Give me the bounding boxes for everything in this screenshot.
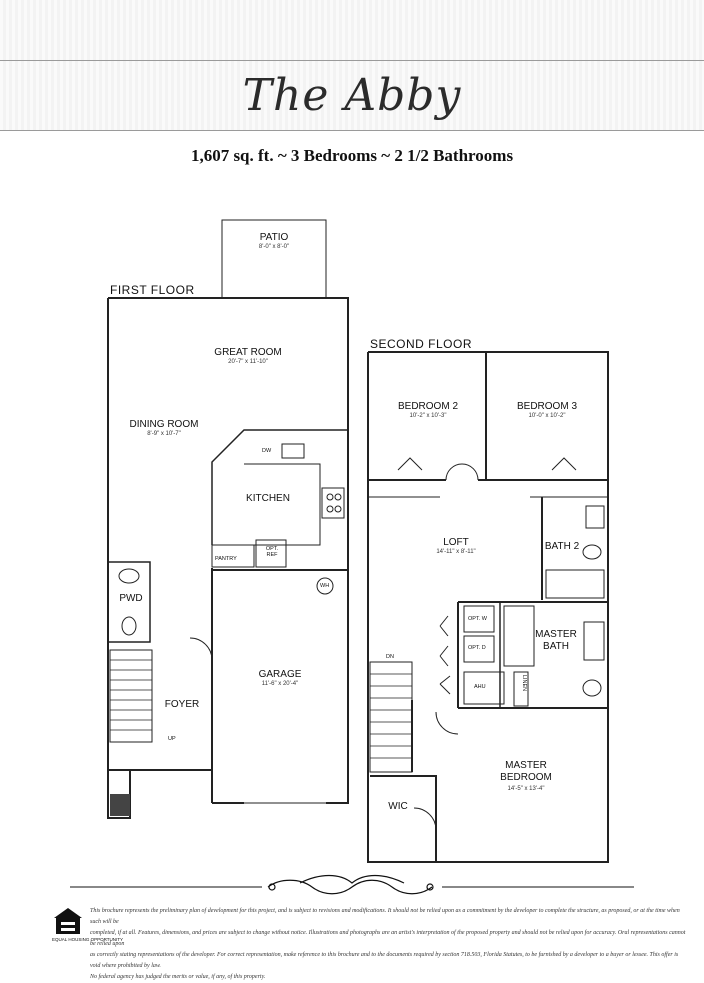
pantry-label: PANTRY [215,556,237,562]
header-band [0,0,704,130]
second-floor-outer-wall [367,351,609,863]
wic-walls [370,775,437,862]
master-bedroom-dims: 14'-5" x 13'-4" [507,786,545,792]
bedroom-3-dims: 10'-0" x 10'-2" [528,413,566,419]
bath-2-name: BATH 2 [544,541,580,552]
first-floor-outer-wall [108,297,349,804]
washer-label: OPT. W [468,616,487,622]
patio-dims: 8'-0" x 8'-0" [258,244,290,250]
loft-name: LOFT [443,537,469,548]
bedroom-2-dims: 10'-2" x 10'-3" [409,413,447,419]
water-heater-label: WH [320,583,330,589]
loft-dims: 14'-11" x 8'-11" [436,549,476,555]
dryer-label: OPT. D [468,645,486,651]
plan-title: The Abby [242,70,462,121]
garage-dims: 11'-6" x 20'-4" [261,681,299,687]
kitchen-name: KITCHEN [246,493,290,504]
foyer-name: FOYER [164,699,200,710]
second-floor-stairs [369,661,413,773]
plan-subtitle: 1,607 sq. ft. ~ 3 Bedrooms ~ 2 1/2 Bathr… [190,146,514,165]
kitchen-island [212,463,321,546]
stairs-down-label: DN [386,654,394,660]
ref-label: OPT. REF [265,546,279,558]
disclaimer-text: This brochure represents the preliminary… [90,906,690,983]
first-floor-stairs [109,649,153,743]
first-floor-label: FIRST FLOOR [110,283,195,297]
planter-swatch [110,794,130,816]
pwd-name: PWD [119,593,143,604]
dining-room-name: DINING ROOM [129,419,199,430]
first-floor-left-wall [107,298,131,819]
great-room-name: GREAT ROOM [214,347,282,358]
disclaimer-line: completed, if at all. Features, dimensio… [90,930,686,947]
disclaimer-line: This brochure represents the preliminary… [90,908,680,925]
powder-room-walls [107,561,151,643]
stairs-up-label: UP [168,736,176,742]
garage-name: GARAGE [258,669,302,680]
bedroom-3-name: BEDROOM 3 [516,401,578,412]
patio-name: PATIO [259,232,289,243]
linen-label: LINEN [521,674,528,692]
dining-room-dims: 8'-9" x 10'-7" [147,431,181,437]
wic-name: WIC [388,801,408,812]
bath2-tub [545,569,605,599]
great-room-dims: 20'-7" x 11'-10" [228,359,268,365]
equal-housing-caption: EQUAL HOUSING OPPORTUNITY [52,937,124,942]
master-bath-name: MASTER BATH [535,629,577,652]
disclaimer-line: No federal agency has judged the merits … [90,974,266,980]
floor-plan-drawing [54,219,634,934]
bedroom-2-name: BEDROOM 2 [397,401,459,412]
master-bedroom-name: MASTER BEDROOM [500,760,552,783]
ahu-label: AHU [474,684,486,690]
header-top-rule [0,60,704,61]
ornament-flourish [267,874,434,895]
header-bottom-rule [0,130,704,131]
dishwasher-label: DW [262,448,272,454]
disclaimer-line: as correctly stating representations of … [90,952,679,969]
kitchen-counter-outline [211,429,348,545]
second-floor-label: SECOND FLOOR [370,337,473,351]
equal-housing-logo [54,908,82,934]
